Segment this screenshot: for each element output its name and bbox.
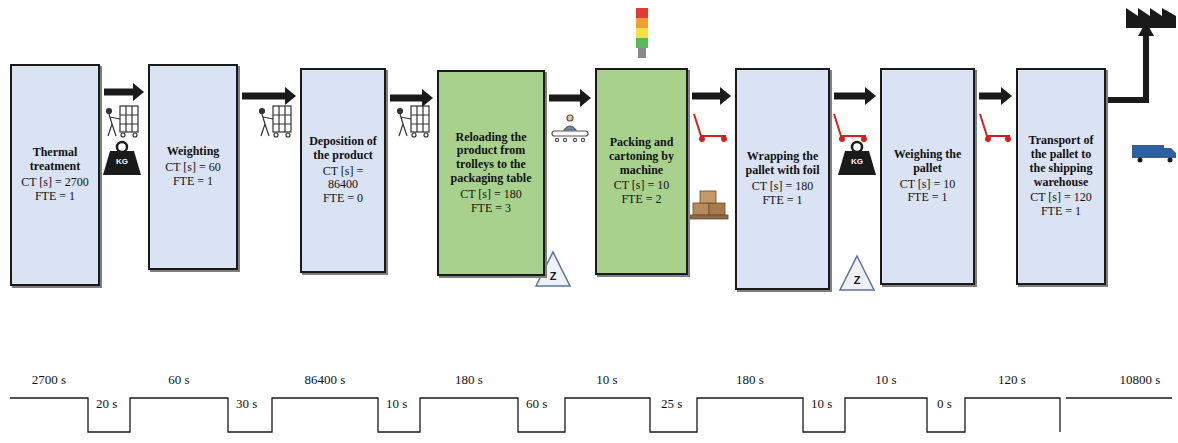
process-name: Weighting (167, 145, 220, 159)
conveyor-icon (552, 115, 588, 142)
process-metric: FTE = 1 (1041, 205, 1081, 219)
process-box: Weighing the pallet CT [s] = 10FTE = 1 (880, 68, 975, 285)
weight-label: KG (851, 158, 863, 167)
pallet-jack (980, 114, 1010, 141)
weight-icon (838, 142, 876, 175)
cardboard-boxes (690, 191, 728, 219)
weight-icon (103, 142, 141, 175)
inventory-label: Z (550, 270, 557, 282)
process-box: Transport of the pallet to the shipping … (1016, 68, 1106, 285)
process-box: Reloading the product from trolleys to t… (437, 70, 545, 276)
flow-arrow (104, 83, 144, 101)
process-metric: FTE = 2 (621, 193, 661, 207)
process-box: Thermal treatment CT [s] = 2700FTE = 1 (10, 64, 100, 286)
stack-light (636, 8, 648, 58)
process-box: Wrapping the pallet with foil CT [s] = 18… (735, 68, 830, 290)
waiting-time: 30 s (236, 397, 257, 411)
timeline (10, 398, 1172, 432)
waiting-time: 10 s (386, 397, 407, 411)
process-metric: CT [s] = 120 (1030, 191, 1092, 205)
process-box: Weighting CT [s] = 60FTE = 1 (148, 64, 238, 270)
process-metric: CT [s] = 86400 (307, 165, 379, 193)
inventory-triangle (840, 256, 874, 290)
process-name: Reloading the product from trolleys to t… (444, 131, 538, 186)
factory-icon (1126, 8, 1176, 28)
cycle-time: 180 s (455, 373, 483, 387)
process-box: Deposition of the productCT [s] = 86400F… (300, 68, 386, 273)
flow-arrow (979, 87, 1012, 105)
cycle-time: 180 s (736, 373, 764, 387)
process-name: Thermal treatment (17, 146, 93, 174)
process-metric: FTE = 1 (762, 194, 802, 208)
waiting-time: 25 s (661, 397, 682, 411)
lead-time: 10800 s (1120, 373, 1161, 387)
process-name: Packing and cartoning by machine (602, 136, 681, 177)
process-metric: FTE = 3 (471, 202, 511, 216)
cycle-time: 60 s (168, 373, 189, 387)
process-name: Deposition of the product (307, 135, 379, 163)
process-metric: FTE = 1 (173, 175, 213, 189)
process-metric: FTE = 1 (35, 190, 75, 204)
trolley-icon (260, 106, 292, 137)
cycle-time: 10 s (875, 373, 896, 387)
process-box: Packing and cartoning by machine CT [s] =… (595, 68, 688, 275)
shipment-arrow (1108, 34, 1146, 100)
process-metric: CT [s] = 2700 (21, 176, 89, 190)
trolley-icon (107, 106, 139, 137)
process-metric: CT [s] = 180 (752, 180, 814, 194)
trolley-icon (398, 106, 430, 137)
flow-arrow (390, 89, 433, 107)
process-name: Transport of the pallet to the shipping … (1023, 134, 1099, 189)
pallet-jack (694, 114, 726, 141)
flow-arrow (549, 89, 591, 107)
waiting-time: 60 s (526, 397, 547, 411)
process-metric: FTE = 0 (323, 192, 363, 206)
waiting-time: 10 s (811, 397, 832, 411)
process-name: Wrapping the pallet with foil (742, 150, 823, 178)
process-metric: FTE = 1 (907, 191, 947, 205)
cycle-time: 86400 s (305, 373, 346, 387)
process-metric: CT [s] = 60 (165, 161, 221, 175)
cycle-time: 10 s (596, 373, 617, 387)
cycle-time: 120 s (998, 373, 1026, 387)
cycle-time: 2700 s (32, 373, 66, 387)
pallet-jack (834, 114, 866, 141)
flow-arrow (834, 87, 876, 105)
waiting-time: 0 s (937, 397, 952, 411)
process-metric: CT [s] = 10 (614, 179, 670, 193)
waiting-time: 20 s (96, 397, 117, 411)
flow-arrow (692, 87, 731, 105)
process-metric: CT [s] = 180 (460, 188, 522, 202)
truck-icon (1132, 145, 1176, 163)
weight-label: KG (116, 158, 128, 167)
inventory-label: Z (854, 274, 861, 286)
process-name: Weighing the pallet (887, 148, 968, 176)
process-metric: CT [s] = 10 (900, 178, 956, 192)
flow-arrow (242, 87, 296, 105)
